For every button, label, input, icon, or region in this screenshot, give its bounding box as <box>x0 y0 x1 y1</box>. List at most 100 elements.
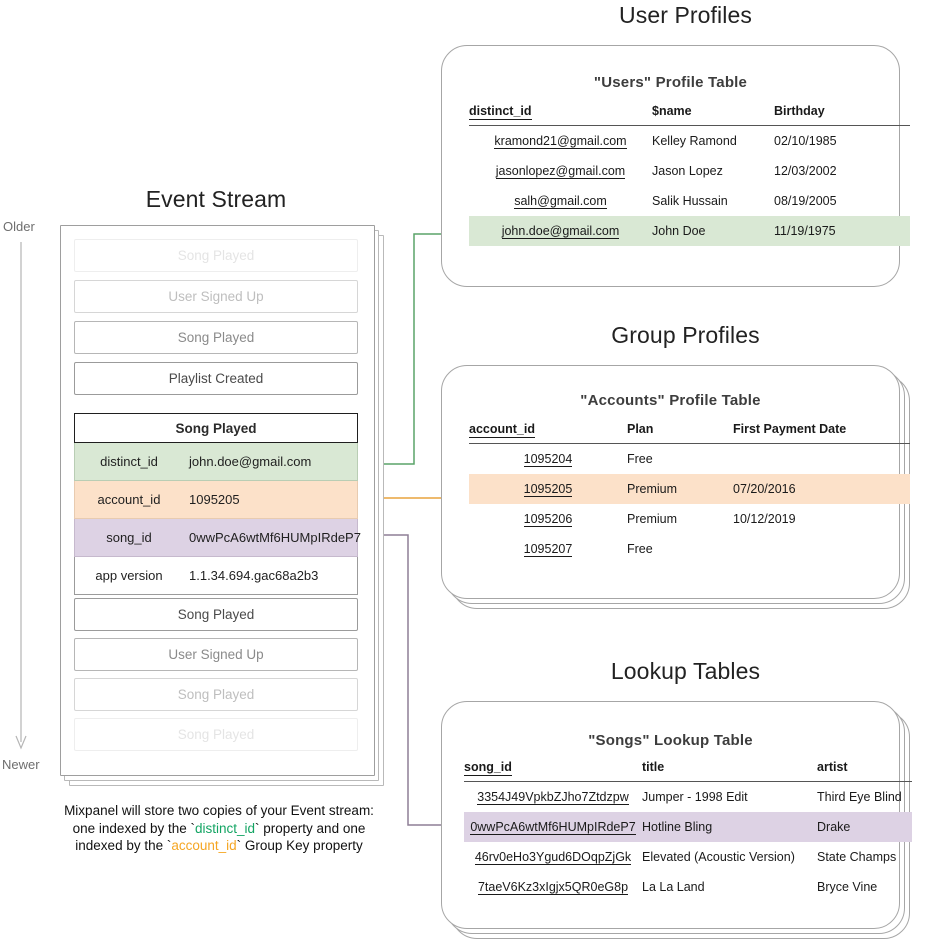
event-property-value: john.doe@gmail.com <box>189 454 312 469</box>
cell-title: Jumper - 1998 Edit <box>642 790 748 804</box>
event-item[interactable]: Song Played <box>74 598 358 631</box>
event-property-key: song_id <box>106 530 152 545</box>
cell-artist: Bryce Vine <box>817 880 878 894</box>
event-item[interactable]: Song Played <box>74 321 358 354</box>
cell-plan: Free <box>627 452 653 466</box>
table-row[interactable]: 1095204 Free <box>469 444 910 475</box>
cell-song_id: 3354J49VpkbZJho7Ztdzpw <box>477 790 629 805</box>
event-property-value: 1095205 <box>189 492 240 507</box>
column-header-title: title <box>642 760 665 774</box>
cell-account_id: 1095206 <box>523 512 573 527</box>
cell-birthday: 11/19/1975 <box>774 216 910 246</box>
cell-account_id: 1095207 <box>523 542 573 557</box>
event-item[interactable]: User Signed Up <box>74 280 358 313</box>
table-header-row: account_id Plan First Payment Date <box>469 422 910 444</box>
table-row[interactable]: salh@gmail.com Salik Hussain 08/19/2005 <box>469 186 910 216</box>
cell-first_payment <box>733 534 910 564</box>
cell-distinct_id: jasonlopez@gmail.com <box>495 164 626 179</box>
accounts-profile-table: account_id Plan First Payment Date 10952… <box>469 422 910 564</box>
expanded-event-name: Song Played <box>74 413 358 443</box>
cell-distinct_id: john.doe@gmail.com <box>469 216 652 246</box>
cell-song_id: 0wwPcA6wtMf6HUMpIRdeP7 <box>464 812 642 842</box>
event-property-value: 1.1.34.694.gac68a2b3 <box>189 568 319 583</box>
songs-lookup-table: song_id title artist 3354J49VpkbZJho7Ztd… <box>464 760 912 902</box>
column-header-artist: artist <box>817 760 848 774</box>
cell-name: Salik Hussain <box>652 194 728 208</box>
caption-token-distinct-id: distinct_id <box>194 820 256 836</box>
table-row[interactable]: jasonlopez@gmail.com Jason Lopez 12/03/200… <box>469 156 910 186</box>
cell-birthday: 02/10/1985 <box>774 134 837 148</box>
timeline-newer-label: Newer <box>2 757 40 772</box>
table-header-row: song_id title artist <box>464 760 912 782</box>
cell-title: Elevated (Acoustic Version) <box>642 850 795 864</box>
column-header-birthday: Birthday <box>774 104 825 118</box>
event-property-row: song_id 0wwPcA6wtMf6HUMpIRdeP7 <box>74 519 361 557</box>
cell-birthday: 08/19/2005 <box>774 194 837 208</box>
cell-title: Hotline Bling <box>642 812 817 842</box>
cell-birthday: 12/03/2002 <box>774 164 837 178</box>
event-item[interactable]: Song Played <box>74 718 358 751</box>
column-header-name: $name <box>652 104 692 118</box>
column-header-first-payment-date: First Payment Date <box>733 422 847 436</box>
cell-name: Jason Lopez <box>652 164 723 178</box>
event-property-key: app version <box>95 568 163 583</box>
column-header-account-id: account_id <box>469 422 535 438</box>
event-item[interactable]: Song Played <box>74 678 358 711</box>
column-header-distinct-id: distinct_id <box>469 104 532 120</box>
cell-song_id: 7taeV6Kz3xIgjx5QR0eG8p <box>477 880 629 895</box>
users-profile-table: distinct_id $name Birthday kramond21@gma… <box>469 104 910 246</box>
cell-artist: State Champs <box>817 850 897 864</box>
event-property-value: 0wwPcA6wtMf6HUMpIRdeP7 <box>189 530 361 545</box>
cell-name: Kelley Ramond <box>652 134 737 148</box>
cell-account_id: 1095204 <box>523 452 573 467</box>
event-stream-section-title: Event Stream <box>145 186 287 212</box>
caption-line-3a: indexed by the ` <box>75 838 172 853</box>
column-header-song-id: song_id <box>464 760 512 776</box>
songs-table-title: "Songs" Lookup Table <box>588 732 753 749</box>
user-profiles-section-title: User Profiles <box>619 2 752 28</box>
event-property-row: app version 1.1.34.694.gac68a2b3 <box>74 557 358 595</box>
cell-distinct_id: salh@gmail.com <box>514 194 607 209</box>
table-row[interactable]: 3354J49VpkbZJho7Ztdzpw Jumper - 1998 Edit… <box>464 782 912 813</box>
cell-song_id: 46rv0eHo3Ygud6DOqpZjGk <box>474 850 632 865</box>
cell-artist: Third Eye Blind <box>817 790 902 804</box>
cell-first_payment: 07/20/2016 <box>733 474 910 504</box>
caption-line-2b: ` property and one <box>255 820 366 836</box>
users-table-title: "Users" Profile Table <box>593 74 748 91</box>
accounts-table-title: "Accounts" Profile Table <box>580 392 761 409</box>
caption-token-account-id: account_id <box>171 838 237 853</box>
lookup-tables-card: "Songs" Lookup Table song_id title artis… <box>441 701 912 929</box>
table-row[interactable]: 7taeV6Kz3xIgjx5QR0eG8p La La Land Bryce Vi… <box>464 872 912 902</box>
group-profiles-section-title: Group Profiles <box>611 322 760 348</box>
cell-first_payment: 10/12/2019 <box>733 512 796 526</box>
group-profiles-card: "Accounts" Profile Table account_id Plan… <box>441 365 910 599</box>
event-item[interactable]: User Signed Up <box>74 638 358 671</box>
caption-line-1: Mixpanel will store two copies of your E… <box>64 803 374 818</box>
event-item[interactable]: Playlist Created <box>74 362 358 395</box>
table-row[interactable]: 46rv0eHo3Ygud6DOqpZjGk Elevated (Acoustic… <box>464 842 912 872</box>
table-row[interactable]: 1095206 Premium 10/12/2019 <box>469 504 910 534</box>
diagram-caption: Mixpanel will store two copies of your E… <box>28 802 410 855</box>
cell-name: John Doe <box>652 216 774 246</box>
cell-title: La La Land <box>642 880 705 894</box>
cell-plan: Premium <box>627 474 733 504</box>
cell-plan: Premium <box>627 512 678 526</box>
table-header-row: distinct_id $name Birthday <box>469 104 910 126</box>
cell-artist: Drake <box>817 812 912 842</box>
lookup-tables-section-title: Lookup Tables <box>610 658 761 684</box>
event-property-key: distinct_id <box>100 454 158 469</box>
event-property-row: account_id 1095205 <box>74 481 358 519</box>
event-item[interactable]: Song Played <box>74 239 358 272</box>
cell-account_id: 1095205 <box>469 474 627 504</box>
cell-first_payment <box>733 444 910 475</box>
timeline-older-label: Older <box>3 219 35 234</box>
expanded-event-card[interactable]: Song Played distinct_id john.doe@gmail.co… <box>74 413 361 595</box>
event-property-key: account_id <box>97 492 161 507</box>
